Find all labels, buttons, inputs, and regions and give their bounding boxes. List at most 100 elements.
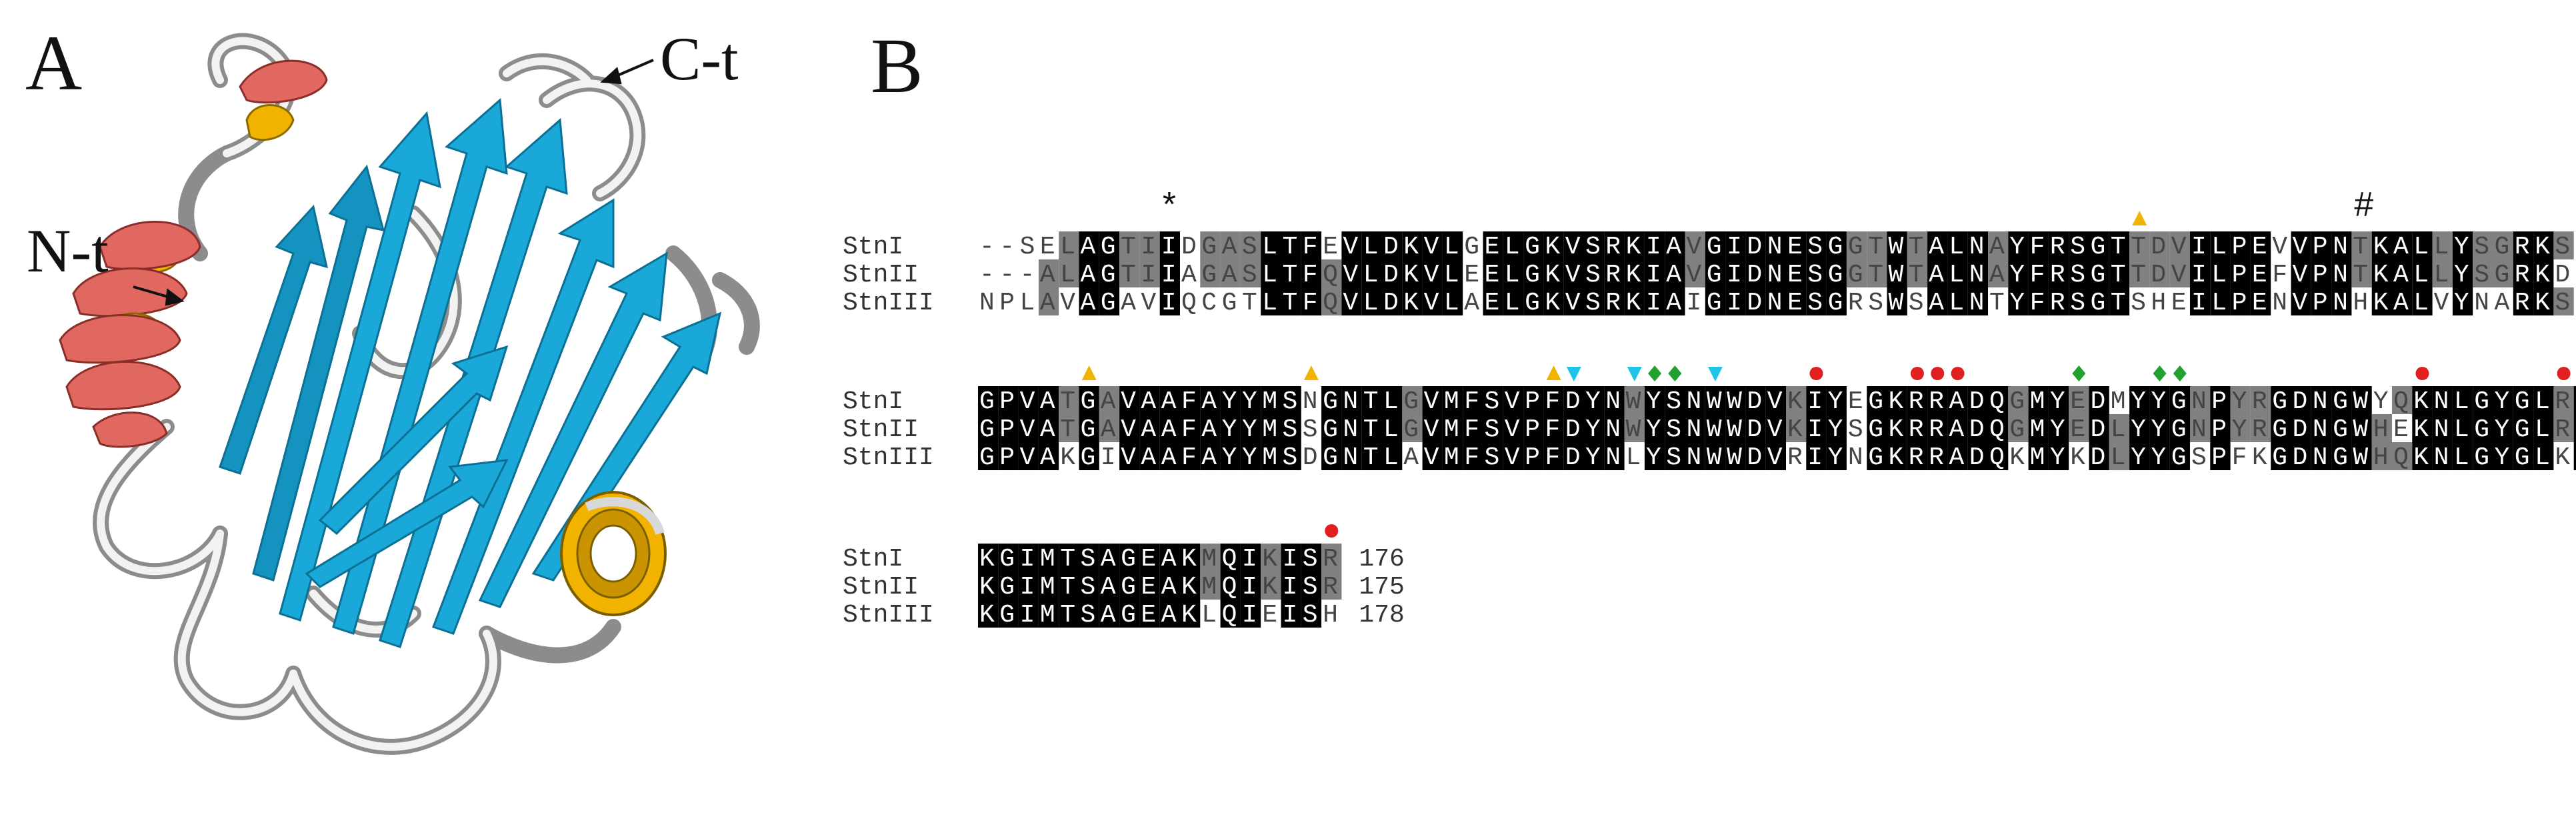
conservation-shade xyxy=(1967,231,1988,259)
conservation-shade xyxy=(1099,231,1120,259)
conservation-shade xyxy=(1503,287,1524,315)
conservation-shade xyxy=(2331,259,2352,287)
conservation-shade xyxy=(2412,259,2433,287)
conservation-shade xyxy=(978,386,999,414)
conservation-shade xyxy=(2028,386,2049,414)
conservation-shade xyxy=(1463,414,1483,442)
conservation-shade xyxy=(1483,414,1503,442)
conservation-shade xyxy=(1765,259,1786,287)
conservation-shade xyxy=(1988,231,2009,259)
conservation-shade xyxy=(1220,600,1241,628)
conservation-shade xyxy=(1786,259,1807,287)
conservation-shade xyxy=(1059,231,1079,259)
conservation-shade xyxy=(2533,231,2554,259)
conservation-shade xyxy=(2190,231,2211,259)
conservation-shade xyxy=(1543,442,1564,470)
conservation-shade xyxy=(2008,414,2029,442)
conservation-shade xyxy=(1240,442,1261,470)
conservation-shade xyxy=(1281,287,1301,315)
conservation-shade xyxy=(2089,231,2109,259)
conservation-shade xyxy=(1321,287,1342,315)
conservation-shade xyxy=(1826,231,1847,259)
conservation-shade xyxy=(1281,600,1301,628)
conservation-shade xyxy=(2473,259,2493,287)
conservation-shade xyxy=(1180,386,1201,414)
conservation-shade xyxy=(2392,386,2413,414)
conservation-shade xyxy=(1563,231,1584,259)
conservation-shade xyxy=(1745,231,1766,259)
conservation-shade xyxy=(1988,414,2009,442)
conservation-shade xyxy=(2533,442,2554,470)
conservation-shade xyxy=(2210,259,2231,287)
conservation-shade xyxy=(2230,414,2251,442)
conservation-shade xyxy=(1038,442,1059,470)
conservation-shade xyxy=(1867,259,1887,287)
conservation-shade xyxy=(2392,442,2413,470)
conservation-shade xyxy=(2432,386,2453,414)
conservation-shade xyxy=(1563,442,1584,470)
conservation-shade xyxy=(1038,414,1059,442)
conservation-shade xyxy=(1644,442,1665,470)
conservation-shade xyxy=(1685,442,1705,470)
conservation-shade xyxy=(2371,442,2392,470)
triangle-up-marker xyxy=(1303,365,1319,380)
conservation-shade xyxy=(1382,414,1403,442)
conservation-shade xyxy=(1867,414,1887,442)
top-symbol: # xyxy=(2354,187,2373,224)
conservation-shade xyxy=(2109,414,2130,442)
diamond-marker xyxy=(1648,365,1662,381)
conservation-shade xyxy=(1321,442,1342,470)
conservation-shade xyxy=(1079,600,1099,628)
conservation-shade xyxy=(1442,259,1463,287)
conservation-shade xyxy=(1119,572,1140,600)
conservation-shade xyxy=(1281,414,1301,442)
conservation-shade xyxy=(1725,287,1746,315)
conservation-shade xyxy=(1180,442,1201,470)
conservation-shade xyxy=(2351,442,2372,470)
conservation-shade xyxy=(2230,386,2251,414)
conservation-shade xyxy=(2190,259,2211,287)
conservation-shade xyxy=(2271,414,2291,442)
conservation-shade xyxy=(1806,442,1827,470)
conservation-shade xyxy=(1018,544,1039,572)
conservation-shade xyxy=(2331,414,2352,442)
conservation-shade xyxy=(1159,544,1180,572)
conservation-shade xyxy=(2432,414,2453,442)
conservation-shade xyxy=(2412,287,2433,315)
conservation-shade xyxy=(2210,386,2231,414)
conservation-shade xyxy=(1826,442,1847,470)
conservation-shade xyxy=(1261,544,1281,572)
conservation-shade xyxy=(1220,414,1241,442)
conservation-shade xyxy=(2553,287,2574,315)
conservation-shade xyxy=(2129,259,2150,287)
conservation-shade xyxy=(1180,544,1201,572)
conservation-shade xyxy=(2311,442,2332,470)
conservation-shade xyxy=(1038,259,1059,287)
conservation-shade xyxy=(1261,386,1281,414)
conservation-shade xyxy=(1402,231,1423,259)
conservation-shade xyxy=(1765,287,1786,315)
circle-marker xyxy=(1325,524,1339,538)
conservation-shade xyxy=(1261,231,1281,259)
conservation-shade xyxy=(1543,414,1564,442)
conservation-shade xyxy=(1604,259,1625,287)
conservation-shade xyxy=(1927,386,1948,414)
conservation-shade xyxy=(2190,414,2211,442)
conservation-shade xyxy=(1725,414,1746,442)
conservation-shade xyxy=(1018,414,1039,442)
conservation-shade xyxy=(1745,259,1766,287)
conservation-shade xyxy=(1361,386,1382,414)
conservation-shade xyxy=(2311,287,2332,315)
conservation-shade xyxy=(2210,231,2231,259)
conservation-shade xyxy=(1483,287,1503,315)
conservation-shade xyxy=(1543,386,1564,414)
conservation-shade xyxy=(2210,414,2231,442)
triangle-down-marker xyxy=(1566,367,1581,381)
conservation-shade xyxy=(1059,544,1079,572)
conservation-shade xyxy=(978,414,999,442)
conservation-shade xyxy=(1705,386,1726,414)
conservation-shade xyxy=(2573,414,2576,442)
